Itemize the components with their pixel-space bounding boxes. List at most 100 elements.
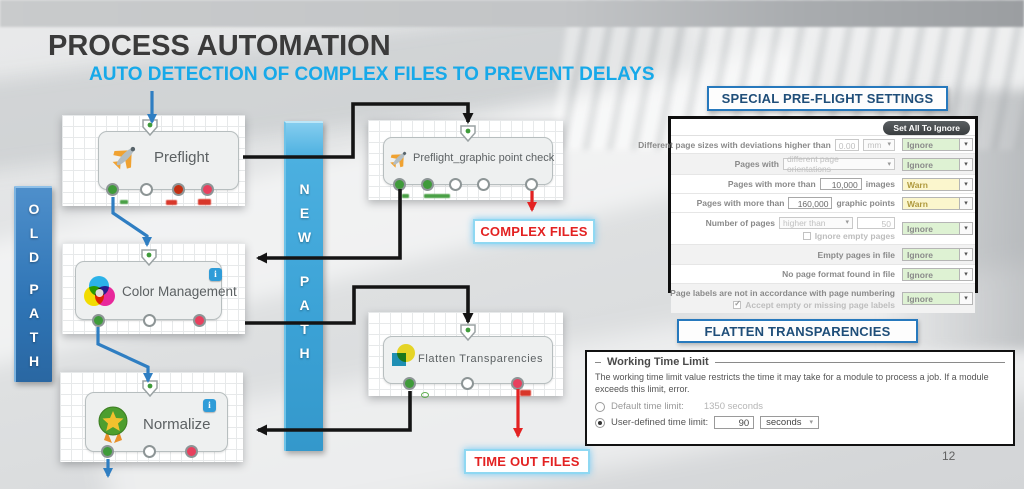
- output-port-white[interactable]: [143, 314, 156, 327]
- action-select[interactable]: Warn▾: [902, 177, 973, 191]
- action-value: Ignore: [902, 222, 960, 235]
- output-port-green[interactable]: [101, 445, 114, 458]
- output-port-white[interactable]: [477, 178, 490, 191]
- comparison-select[interactable]: higher than ▾: [779, 216, 853, 229]
- output-port-white[interactable]: [525, 178, 538, 191]
- airplane-icon: [112, 146, 136, 170]
- output-port-white[interactable]: [461, 377, 474, 390]
- comparison-select-value: higher than: [783, 217, 826, 228]
- port-annotation: [424, 194, 450, 198]
- output-port-crimson[interactable]: [511, 377, 524, 390]
- output-port-green[interactable]: [421, 178, 434, 191]
- input-port[interactable]: [141, 249, 157, 266]
- output-port-green[interactable]: [106, 183, 119, 196]
- output-port-crimson[interactable]: [201, 183, 214, 196]
- award-icon: [98, 406, 128, 443]
- checkbox-checked[interactable]: [733, 299, 742, 309]
- output-port-white[interactable]: [449, 178, 462, 191]
- chevron-down-icon: ▾: [809, 419, 814, 427]
- action-value: Ignore: [902, 248, 960, 261]
- output-port-green[interactable]: [393, 178, 406, 191]
- node-card-preflight[interactable]: Preflight: [62, 115, 245, 206]
- output-port-green[interactable]: [403, 377, 416, 390]
- settings-row-page-labels: Page labels are not in accordance with p…: [670, 284, 975, 313]
- input-port[interactable]: [142, 380, 158, 397]
- port-annotation: [120, 200, 128, 204]
- action-select[interactable]: Ignore▾: [902, 138, 973, 151]
- row-label: Pages with: [734, 159, 779, 169]
- output-port-crimson[interactable]: [185, 445, 198, 458]
- row-label: Number of pages: [705, 217, 775, 228]
- action-select[interactable]: Ignore▾: [902, 222, 973, 235]
- node-card-normalize[interactable]: i Normalize: [60, 372, 243, 462]
- output-port-red[interactable]: [172, 183, 185, 196]
- checkbox-label: Ignore empty pages: [814, 230, 895, 241]
- node-card-flatten[interactable]: Flatten Transparencies: [368, 312, 563, 398]
- background-art: [0, 0, 1024, 27]
- chevron-down-icon[interactable]: ▾: [960, 157, 973, 171]
- node-label: Flatten Transparencies: [418, 353, 544, 365]
- flatten-transparencies-header: FLATTEN TRANSPARENCIES: [677, 319, 918, 343]
- action-value: Ignore: [902, 292, 960, 305]
- radio-selected[interactable]: [595, 417, 605, 428]
- action-select[interactable]: Ignore▾: [902, 292, 973, 305]
- node-label: Normalize: [143, 416, 211, 433]
- time-unit-value: seconds: [766, 417, 802, 429]
- info-badge[interactable]: i: [203, 399, 216, 412]
- preflight-settings-header: SPECIAL PRE-FLIGHT SETTINGS: [707, 86, 948, 111]
- row-label: Pages with more than: [727, 179, 816, 189]
- orientation-select-value: different page orientations: [787, 154, 839, 174]
- graphic-points-input[interactable]: 160,000: [788, 197, 833, 209]
- action-select[interactable]: Warn▾: [902, 196, 973, 210]
- output-port-crimson[interactable]: [193, 314, 206, 327]
- settings-row-orientations: Pages with different page orientations▾ …: [671, 154, 975, 175]
- chevron-down-icon[interactable]: ▾: [960, 267, 973, 281]
- input-port[interactable]: [460, 125, 476, 142]
- port-annotation: [402, 194, 409, 198]
- preflight-settings-panel: Set All To Ignore Different page sizes w…: [638, 116, 978, 313]
- chevron-down-icon[interactable]: ▾: [960, 248, 973, 261]
- orientation-select[interactable]: different page orientations ▾: [783, 154, 895, 174]
- images-count-input[interactable]: 10,000: [819, 178, 862, 190]
- node-card-preflight-check[interactable]: Preflight_graphic point check: [368, 120, 563, 200]
- new-path-word: NEW: [296, 181, 313, 253]
- page-number: 12: [942, 449, 956, 463]
- radio-unselected[interactable]: [595, 401, 605, 412]
- action-value: Ignore: [902, 138, 960, 151]
- output-port-white[interactable]: [143, 445, 156, 458]
- action-value: Ignore: [902, 267, 960, 281]
- chevron-down-icon: ▾: [845, 219, 849, 226]
- legend-text: Working Time Limit: [607, 356, 709, 368]
- page-subtitle: AUTO DETECTION OF COMPLEX FILES TO PREVE…: [89, 64, 655, 85]
- time-unit-select[interactable]: seconds ▾: [760, 416, 820, 430]
- chevron-down-icon[interactable]: ▾: [960, 222, 973, 235]
- accept-empty-labels-option: Accept empty or missing page labels: [733, 299, 895, 310]
- info-badge[interactable]: i: [209, 268, 222, 281]
- node-card-color-management[interactable]: i Color Management: [62, 243, 245, 334]
- checkbox[interactable]: [802, 231, 811, 240]
- page-count-input[interactable]: 50: [857, 216, 895, 229]
- deviation-input[interactable]: 0.00: [834, 138, 860, 151]
- new-path-bar: NEW PATH: [284, 121, 323, 451]
- output-port-white[interactable]: [140, 183, 153, 196]
- chevron-down-icon[interactable]: ▾: [960, 196, 973, 210]
- time-limit-input[interactable]: 90: [714, 416, 755, 430]
- chevron-down-icon[interactable]: ▾: [960, 292, 973, 305]
- connector-flatten-to-normalize: [256, 391, 412, 436]
- action-select[interactable]: Ignore▾: [902, 248, 973, 261]
- input-port[interactable]: [460, 324, 476, 341]
- input-port[interactable]: [142, 119, 158, 136]
- chevron-down-icon[interactable]: ▾: [960, 177, 973, 191]
- action-select[interactable]: Ignore▾: [902, 267, 973, 281]
- chevron-down-icon: ▾: [887, 160, 891, 168]
- ignore-empty-pages-option: Ignore empty pages: [802, 230, 895, 241]
- old-path-word: OLD: [26, 201, 42, 273]
- unit-select[interactable]: mm▾: [863, 138, 895, 151]
- set-all-to-ignore-button[interactable]: Set All To Ignore: [883, 121, 970, 135]
- row-suffix: images: [865, 179, 895, 189]
- action-select[interactable]: Ignore▾: [902, 157, 973, 171]
- output-port-green[interactable]: [92, 314, 105, 327]
- old-path-word: PATH: [26, 281, 42, 377]
- chevron-down-icon[interactable]: ▾: [960, 138, 973, 151]
